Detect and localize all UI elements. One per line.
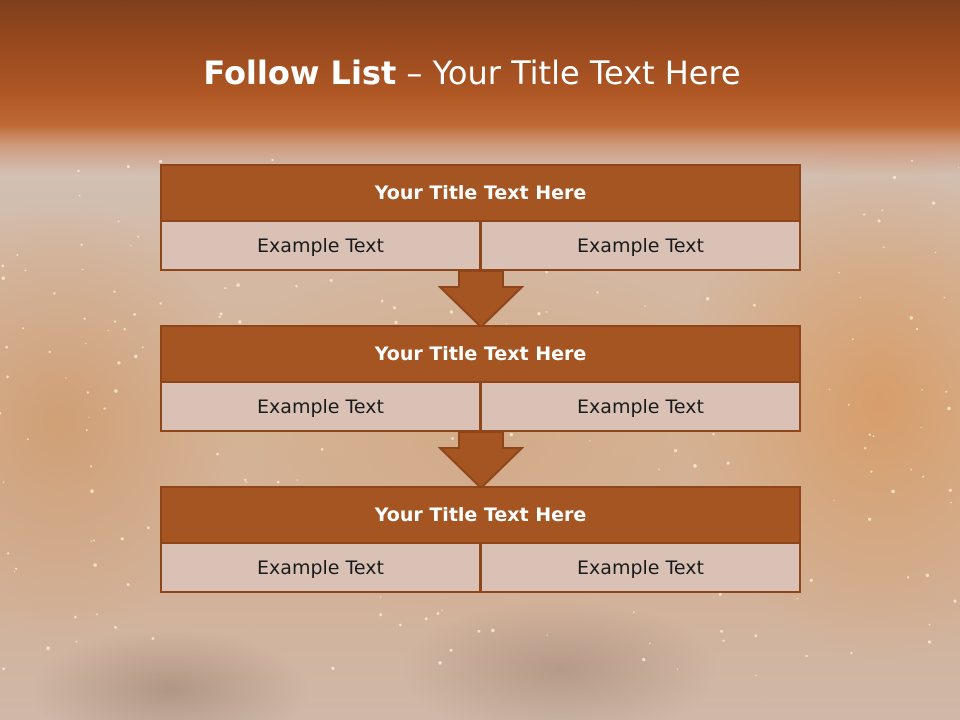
- block-title: Your Title Text Here: [160, 325, 801, 383]
- block-left-text: Example Text: [160, 544, 481, 593]
- down-arrow-icon: [438, 271, 524, 329]
- block-row: Example Text Example Text: [160, 544, 801, 593]
- block-row: Example Text Example Text: [160, 383, 801, 432]
- block-right-text: Example Text: [481, 383, 801, 432]
- block-title: Your Title Text Here: [160, 164, 801, 222]
- slide-title: Follow List – Your Title Text Here: [0, 54, 944, 92]
- block-row: Example Text Example Text: [160, 222, 801, 271]
- list-block-3: Your Title Text Here Example Text Exampl…: [160, 486, 801, 593]
- list-block-1: Your Title Text Here Example Text Exampl…: [160, 164, 801, 271]
- block-left-text: Example Text: [160, 383, 481, 432]
- block-title: Your Title Text Here: [160, 486, 801, 544]
- block-right-text: Example Text: [481, 544, 801, 593]
- list-block-2: Your Title Text Here Example Text Exampl…: [160, 325, 801, 432]
- slide-title-bold: Follow List: [203, 54, 397, 92]
- block-left-text: Example Text: [160, 222, 481, 271]
- down-arrow-icon: [438, 432, 524, 490]
- block-right-text: Example Text: [481, 222, 801, 271]
- slide-title-rest: – Your Title Text Here: [396, 54, 741, 92]
